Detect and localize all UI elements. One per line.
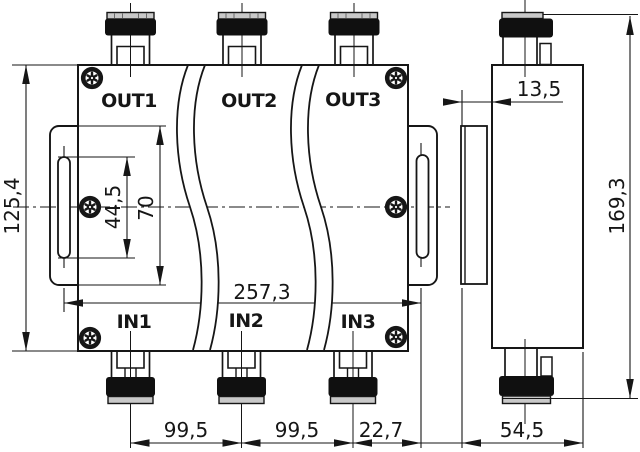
dim-text-lid-depth: 13,5 xyxy=(517,77,562,101)
screw-top-right xyxy=(387,69,405,87)
port-label-out3: OUT3 xyxy=(325,89,381,111)
dimensions xyxy=(12,13,638,448)
dim-text-depth: 54,5 xyxy=(500,418,545,442)
port-label-in2: IN2 xyxy=(229,310,264,332)
dim-text-pitch-b: 99,5 xyxy=(275,418,320,442)
dimension-texts: 125,4 44,5 70 257,3 99,5 99,5 22,7 54,5 … xyxy=(0,77,629,442)
screw-middle-right xyxy=(387,198,405,216)
side-view xyxy=(460,0,584,424)
left-mounting-flange xyxy=(49,125,78,286)
side-top-connector xyxy=(499,0,553,77)
break-lines xyxy=(176,64,334,351)
housing-body xyxy=(77,64,409,352)
dim-text-overall-height: 125,4 xyxy=(0,177,24,234)
port-label-in1: IN1 xyxy=(117,311,152,333)
left-mounting-slot xyxy=(57,156,71,259)
port-label-out2: OUT2 xyxy=(221,90,277,112)
right-mounting-slot xyxy=(415,154,430,259)
dim-text-pitch-a: 99,5 xyxy=(164,418,209,442)
dim-text-mount-width: 257,3 xyxy=(233,280,290,304)
right-mounting-flange xyxy=(408,125,438,286)
in1-connector xyxy=(105,330,156,449)
dim-text-offset-in3: 22,7 xyxy=(359,418,404,442)
port-label-in3: IN3 xyxy=(341,311,376,333)
screw-middle-left xyxy=(81,198,99,216)
port-label-out1: OUT1 xyxy=(101,90,157,112)
screw-top-left xyxy=(83,69,101,87)
front-view: OUT1 OUT2 OUT3 IN1 IN2 IN3 xyxy=(49,2,438,449)
dim-text-flange-height: 70 xyxy=(134,195,158,220)
dim-text-total-height: 169,3 xyxy=(605,177,629,234)
screw-bottom-left xyxy=(81,329,99,347)
screw-bottom-right xyxy=(387,328,405,346)
in2-connector xyxy=(216,330,267,449)
side-bottom-connector xyxy=(499,339,554,424)
dim-text-slot-length: 44,5 xyxy=(101,185,125,230)
side-housing-body xyxy=(491,64,584,349)
